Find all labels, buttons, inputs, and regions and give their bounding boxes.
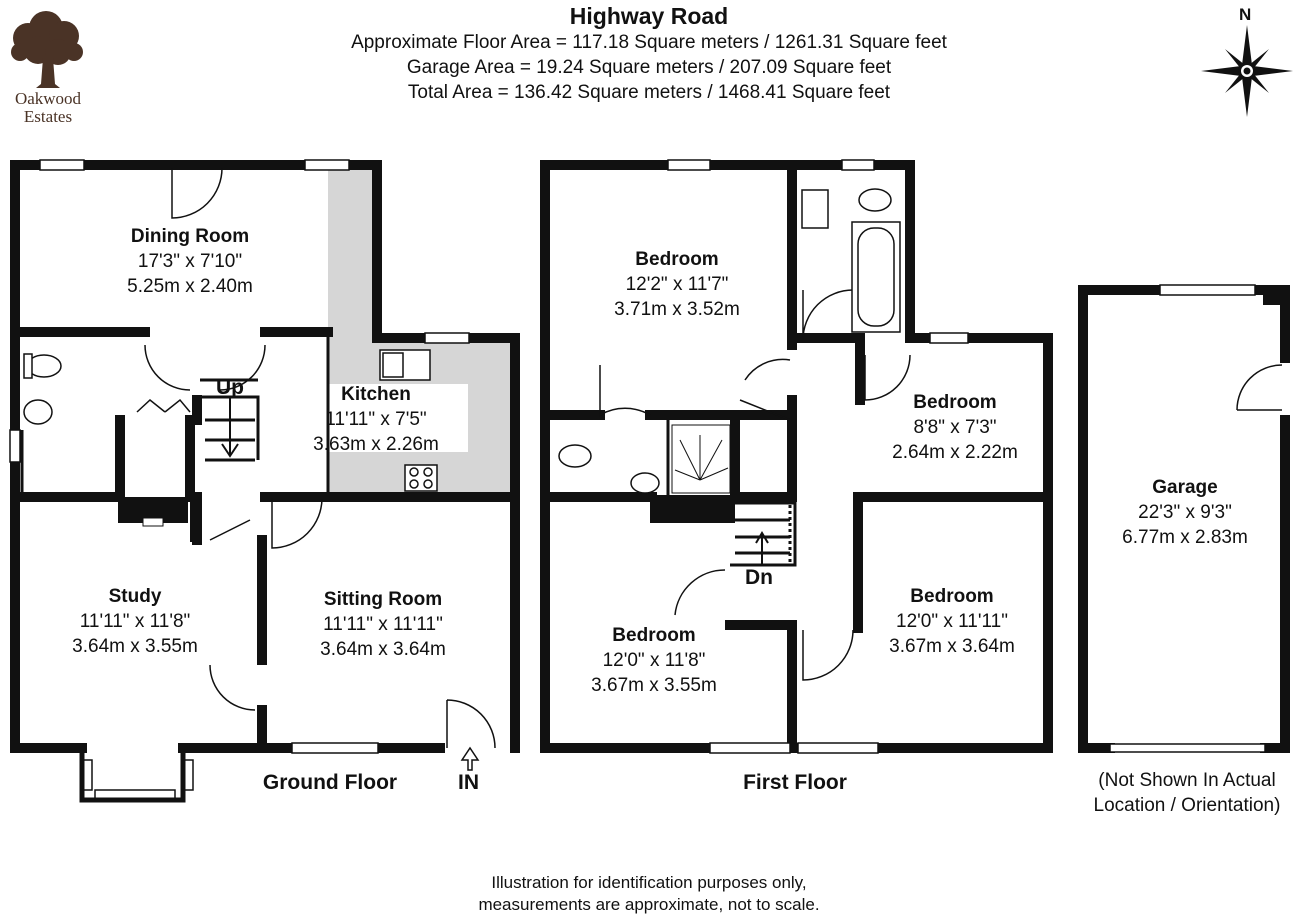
first-floor-label: First Floor xyxy=(743,771,847,794)
room-name: Dining Room xyxy=(130,226,250,247)
room-label-study: Study 11'11" x 11'8" 3.64m x 3.55m xyxy=(35,584,235,659)
disclaimer: Illustration for identification purposes… xyxy=(0,872,1298,916)
kitchen-label-area xyxy=(270,384,468,452)
room-name: Garage xyxy=(1152,477,1218,498)
room-size-imperial: 8'8" x 7'3" xyxy=(913,417,997,438)
room-label-bedroom-2: Bedroom 8'8" x 7'3" 2.64m x 2.22m xyxy=(855,390,1055,465)
garage-note-line-1: (Not Shown In Actual xyxy=(1098,770,1276,791)
disclaimer-line-2: measurements are approximate, not to sca… xyxy=(478,895,820,914)
ground-floor-doors xyxy=(136,167,496,749)
room-size-metric: 3.64m x 3.55m xyxy=(72,636,198,657)
room-name: Kitchen xyxy=(341,384,411,405)
room-size-metric: 3.63m x 2.26m xyxy=(313,434,439,455)
plan-title: Highway Road xyxy=(569,3,729,29)
room-label-kitchen: Kitchen 11'11" x 7'5" 3.63m x 2.26m xyxy=(276,382,476,457)
compass-rose-icon xyxy=(1201,25,1293,117)
total-area-text: Total Area = 136.42 Square meters / 1468… xyxy=(407,82,891,103)
study-bay-walls xyxy=(79,748,186,803)
room-label-garage: Garage 22'3" x 9'3" 6.77m x 2.83m xyxy=(1090,475,1280,550)
room-label-bedroom-1: Bedroom 12'2" x 11'7" 3.71m x 3.52m xyxy=(577,247,777,322)
room-size-imperial: 12'0" x 11'11" xyxy=(896,611,1008,632)
stairs-up-label: Up xyxy=(216,376,244,399)
room-name: Bedroom xyxy=(910,586,994,607)
compass-north-label: N xyxy=(1239,5,1252,24)
first-floor-chimney xyxy=(650,495,735,523)
room-size-imperial: 11'11" x 7'5" xyxy=(325,409,427,430)
room-size-metric: 3.67m x 3.55m xyxy=(591,675,717,696)
floor-area-text: Approximate Floor Area = 117.18 Square m… xyxy=(351,32,947,53)
room-size-metric: 2.64m x 2.22m xyxy=(892,442,1018,463)
ground-floor-label: Ground Floor xyxy=(262,771,398,794)
oak-tree-icon xyxy=(11,11,83,88)
room-size-imperial: 22'3" x 9'3" xyxy=(1138,502,1232,523)
kitchen-fittings xyxy=(379,349,438,492)
garage-windows xyxy=(1109,284,1266,753)
room-size-imperial: 11'11" x 11'11" xyxy=(323,614,443,635)
stairs-down-label: Dn xyxy=(745,566,773,589)
garage-walls xyxy=(1078,285,1290,753)
room-name: Bedroom xyxy=(612,625,696,646)
logo-line-2: Estates xyxy=(23,107,73,126)
logo-line-1: Oakwood xyxy=(14,89,82,108)
disclaimer-line-1: Illustration for identification purposes… xyxy=(491,873,807,892)
garage-area-text: Garage Area = 19.24 Square meters / 207.… xyxy=(406,57,892,78)
room-size-metric: 3.64m x 3.64m xyxy=(320,639,446,660)
ground-floor-walls xyxy=(10,160,520,753)
room-size-imperial: 11'11" x 11'8" xyxy=(79,611,191,632)
entrance-label: IN xyxy=(458,771,479,794)
ground-floor-windows xyxy=(9,159,470,801)
logo-wordmark: Oakwood Estates xyxy=(0,90,96,126)
garage-side-door xyxy=(1236,364,1283,411)
first-floor-doors xyxy=(599,289,911,681)
room-name: Bedroom xyxy=(913,392,997,413)
room-name: Study xyxy=(108,586,162,607)
room-label-sitting-room: Sitting Room 11'11" x 11'11" 3.64m x 3.6… xyxy=(283,587,483,662)
room-name: Sitting Room xyxy=(323,589,443,610)
bathroom-fittings xyxy=(558,188,901,494)
room-label-bedroom-4: Bedroom 12'0" x 11'11" 3.67m x 3.64m xyxy=(852,584,1052,659)
garage-location-note: (Not Shown In Actual Location / Orientat… xyxy=(1076,768,1298,818)
ground-floor-thin-lines xyxy=(20,332,330,498)
room-size-metric: 6.77m x 2.83m xyxy=(1122,527,1248,548)
room-size-metric: 3.71m x 3.52m xyxy=(614,299,740,320)
cloakroom-fittings xyxy=(23,353,62,425)
room-name: Bedroom xyxy=(635,249,719,270)
garage-note-line-2: Location / Orientation) xyxy=(1093,795,1281,816)
room-size-metric: 3.67m x 3.64m xyxy=(889,636,1015,657)
room-size-metric: 5.25m x 2.40m xyxy=(127,276,253,297)
room-size-imperial: 17'3" x 7'10" xyxy=(137,251,243,272)
room-size-imperial: 12'0" x 11'8" xyxy=(602,650,706,671)
entrance-arrow-icon xyxy=(460,746,480,771)
first-floor-thin-lines xyxy=(666,420,797,567)
shower-tray xyxy=(671,424,731,494)
first-floor-windows xyxy=(667,159,969,754)
room-size-imperial: 12'2" x 11'7" xyxy=(625,274,729,295)
first-floor-walls xyxy=(540,160,1053,753)
room-label-bedroom-3: Bedroom 12'0" x 11'8" 3.67m x 3.55m xyxy=(554,623,754,698)
room-label-dining-room: Dining Room 17'3" x 7'10" 5.25m x 2.40m xyxy=(90,224,290,299)
